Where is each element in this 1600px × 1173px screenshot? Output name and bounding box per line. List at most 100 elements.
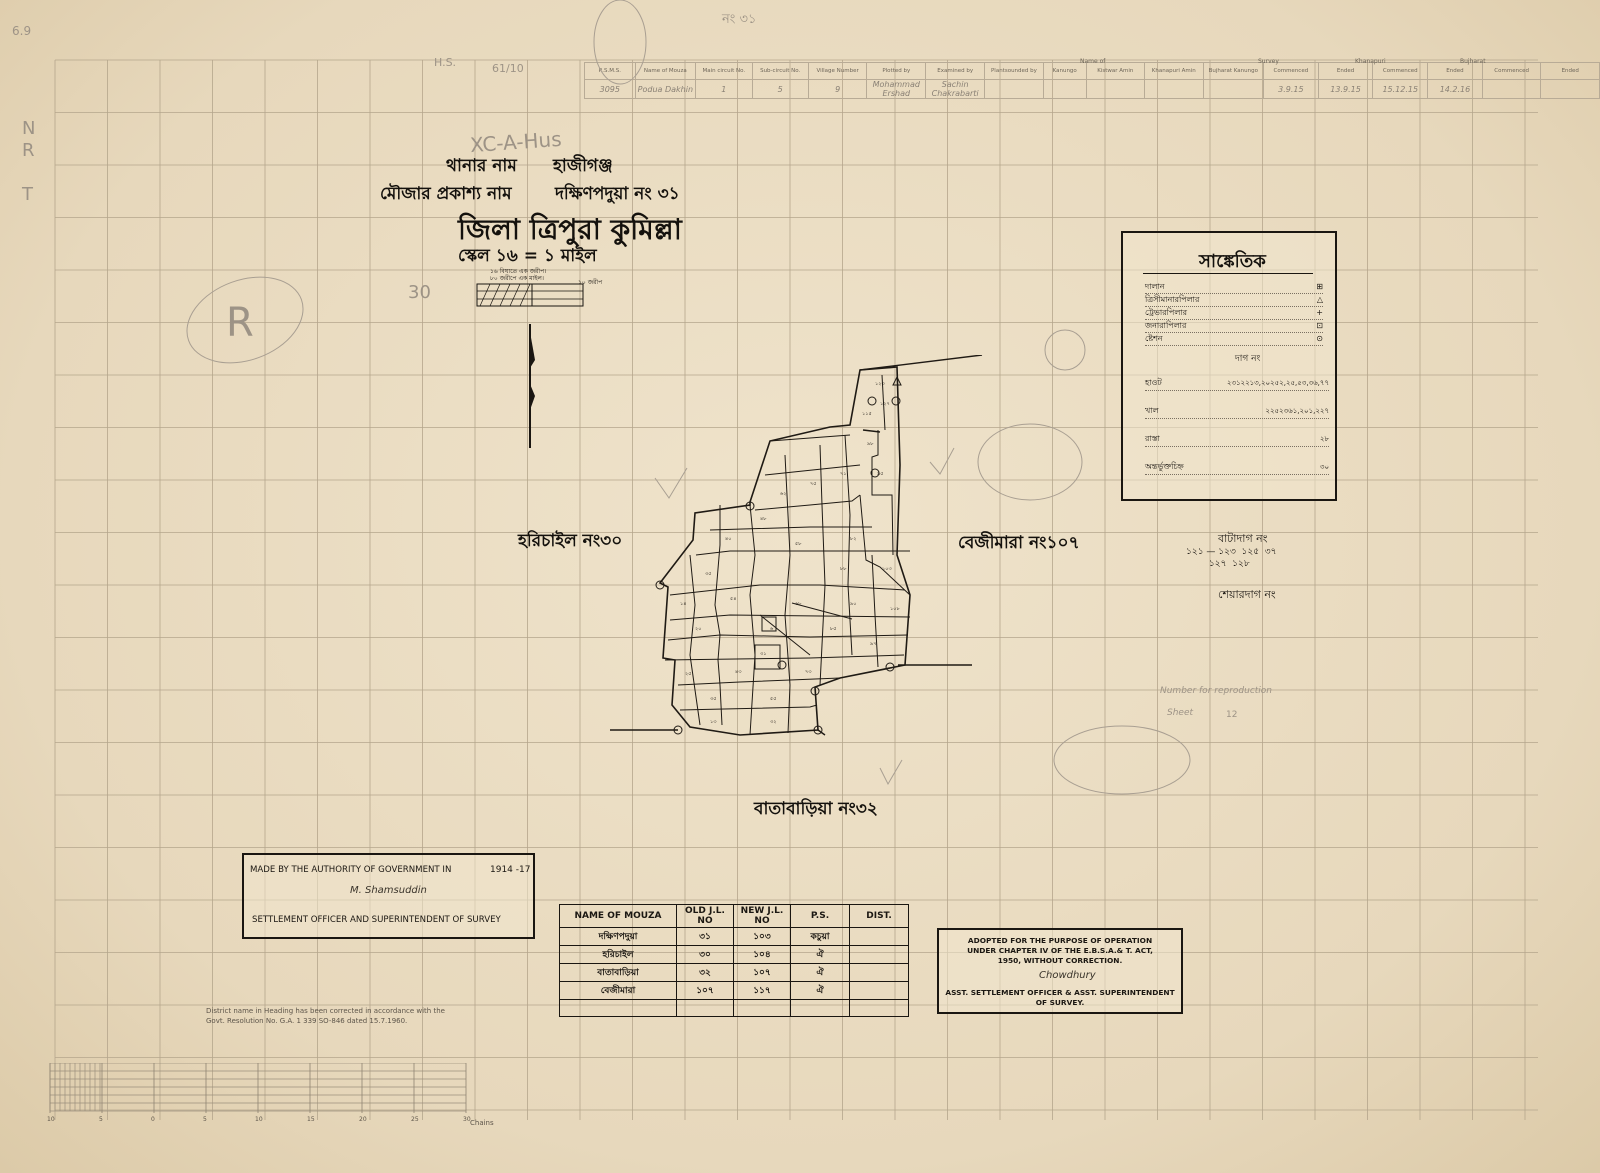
scale-tick-label: 10 — [47, 1116, 55, 1123]
header-cell-value: Mohammad Ershad — [866, 79, 927, 99]
mouza-table-cell: ১০৩ — [733, 927, 791, 946]
page-number: নং ৩১ — [722, 12, 757, 27]
header-column-label: Examined by — [925, 62, 986, 80]
thana-label: থানার নাম — [446, 156, 517, 176]
header-cell-value: 1 — [695, 79, 753, 99]
chain-scale-label: Chains — [470, 1119, 494, 1127]
svg-text:৩৫: ৩৫ — [710, 696, 717, 702]
header-cell-value: 15.12.15 — [1372, 79, 1429, 99]
adopted-signature: Chowdhury — [1039, 970, 1096, 981]
svg-text:৯০: ৯০ — [850, 601, 857, 607]
svg-text:১৩: ১৩ — [710, 719, 717, 725]
authority-box: MADE BY THE AUTHORITY OF GOVERNMENT IN 1… — [242, 853, 535, 939]
sheet-label: Sheet — [1167, 708, 1194, 718]
svg-text:৪৩: ৪৩ — [735, 669, 742, 675]
svg-text:৩১: ৩১ — [760, 651, 767, 657]
batadag-title: বাটাদাগ নং — [1218, 532, 1268, 545]
svg-text:১০৩: ১০৩ — [882, 566, 892, 572]
mouza-table-cell — [849, 999, 909, 1017]
mouza-label: মৌজার প্রকাশ্য নাম — [380, 184, 512, 204]
svg-text:১২৭: ১২৭ — [880, 401, 890, 407]
number-for-reproduction: Number for reproduction — [1160, 686, 1273, 696]
header-group-khanapuri: Khanapuri — [1355, 58, 1386, 65]
adopted-box: ADOPTED FOR THE PURPOSE OF OPERATION UND… — [937, 928, 1183, 1014]
mouza-value: দক্ষিণপদুয়া নং ৩১ — [555, 184, 680, 204]
district-title: জিলা ত্রিপুরা কুমিল্লা — [458, 213, 682, 246]
mouza-table-cell: বেজীমারা — [559, 981, 677, 1000]
svg-text:৪৮: ৪৮ — [760, 516, 767, 522]
legend-dag-value: ২২৫২৩৬১,২০১,২২৭ — [1265, 407, 1329, 415]
mouza-table-cell — [676, 999, 734, 1017]
svg-text:১৪: ১৪ — [680, 601, 687, 607]
sheyadag-title: শেয়ারদাগ নং — [1218, 588, 1276, 601]
legend-item-label: ট্রেভারপিলার — [1145, 308, 1188, 317]
adopted-line1: ADOPTED FOR THE PURPOSE OF OPERATION — [967, 936, 1153, 945]
mouza-table-cell: ঐ — [790, 981, 850, 1000]
mouza-table-cell: ঐ — [790, 963, 850, 982]
mouza-table-cell — [849, 963, 909, 982]
header-cell-value — [984, 79, 1044, 99]
legend-title: সাঙ্কেতিক — [1199, 251, 1266, 272]
svg-text:৮২: ৮২ — [850, 536, 857, 542]
batadag-values: ১২১ — ১২৩ ১২৫ ৩৭ ১২৭ ১২৮ — [1186, 547, 1277, 569]
svg-text:৫৪: ৫৪ — [730, 596, 737, 602]
header-group-survey: Survey — [1258, 58, 1279, 65]
adopted-line3: 1950, WITHOUT CORRECTION. — [997, 956, 1123, 965]
svg-text:৬২: ৬২ — [780, 491, 787, 497]
mouza-table-cell — [559, 999, 677, 1017]
mouza-table-cell: ১০৪ — [733, 945, 791, 964]
legend-dag-title: দাগ নং — [1235, 354, 1261, 364]
mouza-boundary — [658, 366, 911, 736]
svg-text:১০৮: ১০৮ — [890, 606, 900, 612]
mouza-table-cell: ঐ — [790, 945, 850, 964]
legend-dag-row: রাস্তা ২৮ — [1145, 433, 1329, 447]
legend-dag-value: ২৮ — [1319, 435, 1329, 443]
svg-text:৯৫: ৯৫ — [877, 471, 884, 477]
legend-item: ষ্টেশন⊙ — [1145, 333, 1323, 346]
header-cell-value — [1202, 79, 1265, 99]
header-column-label: Plantsounded by — [984, 62, 1044, 80]
scale-bar — [476, 283, 584, 307]
mouza-table-header: OLD J.L. NO — [676, 904, 734, 928]
legend-dag-value: ৩০ — [1319, 463, 1329, 471]
legend-dag-label: রাস্তা — [1145, 434, 1160, 443]
mouza-table-cell: ৩০ — [676, 945, 734, 964]
mouza-table-cell: কচুয়া — [790, 927, 850, 946]
svg-text:১১৫: ১১৫ — [862, 411, 872, 417]
mouza-table-cell: ১০৭ — [676, 981, 734, 1000]
legend-item: দালান⊞ — [1145, 281, 1323, 294]
thana-value: হাজীগঞ্জ — [553, 156, 613, 176]
scale-tick-label: 5 — [203, 1116, 207, 1123]
scale-tick-label: 10 — [255, 1116, 263, 1123]
adopted-line5: OF SURVEY. — [1035, 998, 1085, 1007]
legend-symbol-icon: △ — [1316, 295, 1323, 304]
svg-text:৮৫: ৮৫ — [830, 626, 837, 632]
svg-text:২৫: ২৫ — [685, 671, 692, 677]
mouza-table-cell: ১১৭ — [733, 981, 791, 1000]
svg-text:৯৭: ৯৭ — [870, 641, 877, 647]
svg-text:৮৮: ৮৮ — [840, 566, 847, 572]
pencil-note-hs: H.S. — [434, 56, 457, 69]
district-name-note: District name in Heading has been correc… — [206, 1007, 445, 1025]
svg-text:৬৮: ৬৮ — [795, 601, 802, 607]
legend-symbol-icon: ⊡ — [1316, 321, 1323, 330]
legend-box: সাঙ্কেতিক দালান⊞ত্রিসীমানারপিলার △ ট্রেভার… — [1121, 231, 1337, 501]
mouza-table-cell: ৩২ — [676, 963, 734, 982]
adjacent-mouza-south: বাতাবাড়িয়া নং৩২ — [754, 799, 878, 819]
header-cell-value: Sachin Chakrabarti — [925, 79, 986, 99]
legend-item-label: দালান — [1145, 282, 1165, 291]
pencil-note-top-left: 6.9 — [12, 24, 32, 38]
mouza-table-cell — [790, 999, 850, 1017]
mouza-table-cell: ৩১ — [676, 927, 734, 946]
svg-text:৫৫: ৫৫ — [770, 696, 777, 702]
legend-item-label: ষ্টেশন — [1145, 334, 1163, 343]
legend-item-label: ত্রিসীমানারপিলার — [1145, 295, 1200, 304]
legend-symbol-icon: + — [1316, 308, 1323, 317]
